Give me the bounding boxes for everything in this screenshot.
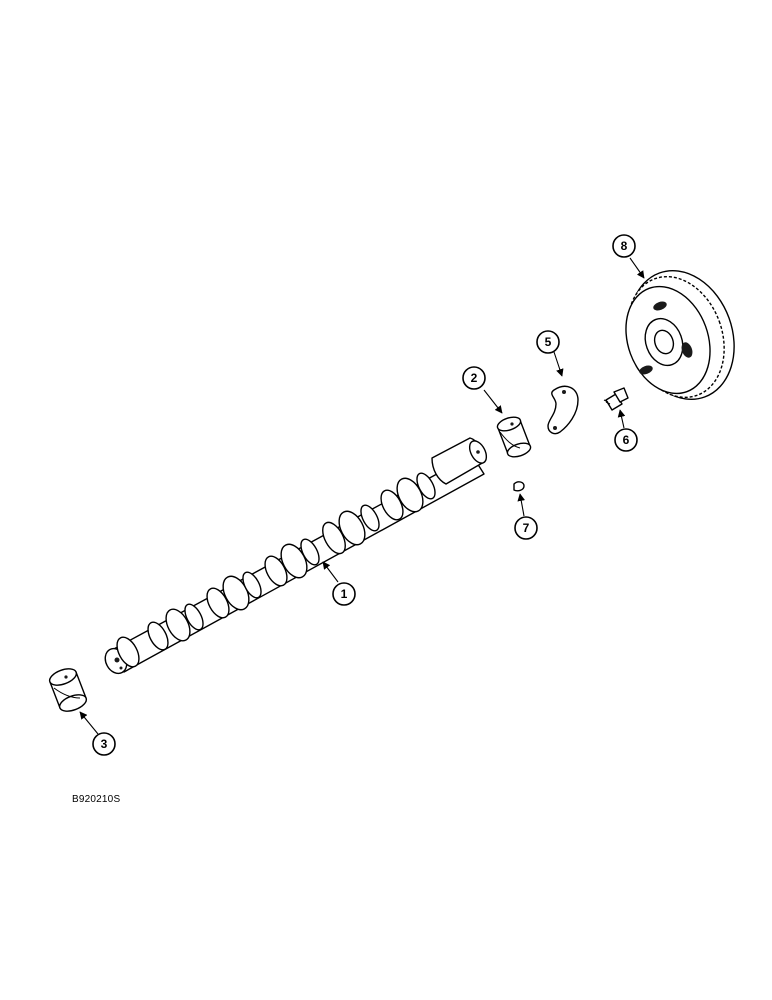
callout-8: 8 — [612, 234, 636, 258]
callout-label: 8 — [621, 239, 628, 253]
callout-6: 6 — [614, 428, 638, 452]
callout-3: 3 — [92, 732, 116, 756]
thrust-plate — [547, 385, 579, 435]
callout-label: 6 — [623, 433, 630, 447]
callout-7: 7 — [514, 516, 538, 540]
bushing-rear — [48, 668, 88, 712]
bolt — [603, 387, 629, 411]
figure-reference-code: B920210S — [72, 794, 121, 805]
cam-lobes — [116, 472, 436, 668]
callout-2: 2 — [462, 366, 486, 390]
callout-5: 5 — [536, 330, 560, 354]
bushing-front — [496, 416, 532, 458]
leader-lines — [79, 257, 645, 735]
callout-label: 7 — [523, 521, 530, 535]
callout-label: 3 — [101, 737, 108, 751]
callout-label: 1 — [341, 587, 348, 601]
camshaft — [104, 437, 488, 675]
callout-1: 1 — [332, 582, 356, 606]
cam-gear — [625, 269, 735, 401]
callout-label: 2 — [471, 371, 478, 385]
woodruff-key — [513, 481, 525, 492]
callout-label: 5 — [545, 335, 552, 349]
